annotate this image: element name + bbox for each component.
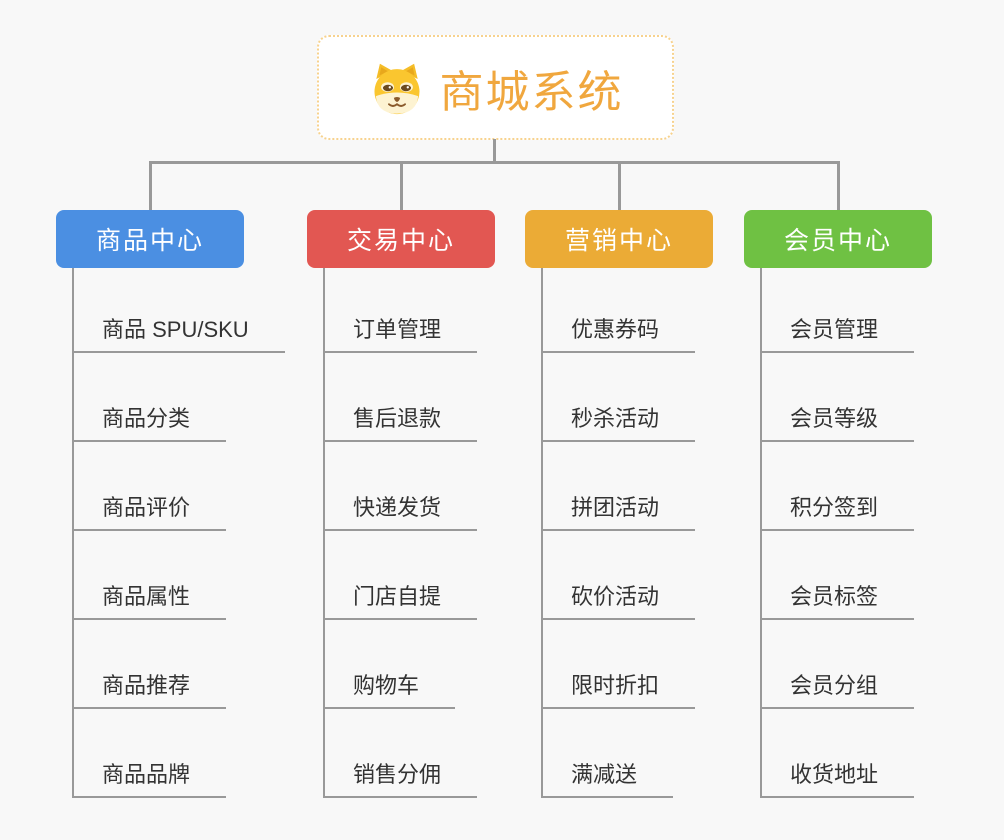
connector-horizontal-line — [149, 161, 840, 164]
branch-item[interactable]: 门店自提 — [325, 531, 478, 620]
branch-item[interactable]: 会员标签 — [762, 531, 915, 620]
branch-items: 优惠券码秒杀活动拼团活动砍价活动限时折扣满减送 — [541, 268, 696, 798]
branch-item[interactable]: 商品属性 — [74, 531, 227, 620]
connector-drop-line — [400, 161, 403, 212]
branch-item[interactable]: 订单管理 — [325, 268, 478, 353]
branch-item[interactable]: 售后退款 — [325, 353, 478, 442]
dog-face-icon — [374, 63, 419, 114]
branch-item[interactable]: 商品 SPU/SKU — [74, 268, 285, 353]
branch-box-3[interactable]: 会员中心 — [744, 210, 932, 268]
branch-box-1[interactable]: 交易中心 — [307, 210, 495, 268]
branch-item[interactable]: 优惠券码 — [543, 268, 696, 353]
branch-label: 商品中心 — [95, 227, 204, 255]
branch-item[interactable]: 销售分佣 — [325, 709, 478, 798]
branch-item[interactable]: 砍价活动 — [543, 531, 696, 620]
branch-item[interactable]: 会员等级 — [762, 353, 915, 442]
branch-item[interactable]: 限时折扣 — [543, 620, 696, 709]
branch-item[interactable]: 秒杀活动 — [543, 353, 696, 442]
connector-drop-line — [149, 161, 152, 212]
branch-item[interactable]: 商品评价 — [74, 442, 227, 531]
branch-item[interactable]: 会员管理 — [762, 268, 915, 353]
branch-item[interactable]: 商品品牌 — [74, 709, 227, 798]
root-node[interactable]: 商城系统 — [317, 35, 674, 140]
connector-root-drop — [493, 139, 496, 164]
branch-label: 会员中心 — [783, 227, 892, 255]
connector-drop-line — [618, 161, 621, 212]
branch-items: 订单管理售后退款快递发货门店自提购物车销售分佣 — [323, 268, 478, 798]
branch-item[interactable]: 满减送 — [543, 709, 674, 798]
branch-item[interactable]: 拼团活动 — [543, 442, 696, 531]
branch: 营销中心 优惠券码秒杀活动拼团活动砍价活动限时折扣满减送 — [525, 0, 795, 840]
branch-item[interactable]: 购物车 — [325, 620, 456, 709]
branch-label: 交易中心 — [346, 227, 455, 255]
connector-drop-line — [837, 161, 840, 212]
branch-items: 会员管理会员等级积分签到会员标签会员分组收货地址 — [760, 268, 915, 798]
branch: 交易中心 订单管理售后退款快递发货门店自提购物车销售分佣 — [307, 0, 577, 840]
branch-label: 营销中心 — [564, 227, 673, 255]
branch-item[interactable]: 会员分组 — [762, 620, 915, 709]
root-title: 商城系统 — [439, 67, 624, 117]
branch-item[interactable]: 商品分类 — [74, 353, 227, 442]
branch-box-0[interactable]: 商品中心 — [56, 210, 244, 268]
branch-item[interactable]: 商品推荐 — [74, 620, 227, 709]
branch: 会员中心 会员管理会员等级积分签到会员标签会员分组收货地址 — [744, 0, 1004, 840]
branch-item[interactable]: 收货地址 — [762, 709, 915, 798]
branch-item[interactable]: 快递发货 — [325, 442, 478, 531]
branch-box-2[interactable]: 营销中心 — [525, 210, 713, 268]
branch-item[interactable]: 积分签到 — [762, 442, 915, 531]
